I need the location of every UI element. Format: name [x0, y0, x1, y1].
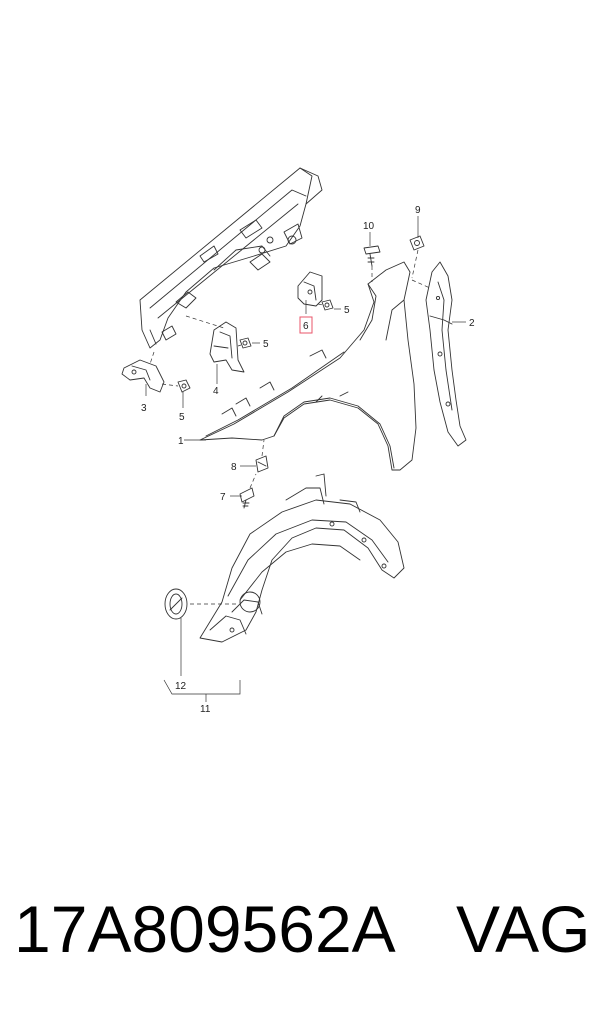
- callout-12: 12: [175, 681, 187, 692]
- dash-clip8: [261, 439, 265, 457]
- callout-2: 2: [469, 318, 475, 329]
- callout-7: 7: [220, 492, 226, 503]
- front-structure-rail: [139, 167, 323, 349]
- fender-part-1: [199, 261, 417, 471]
- dash-rail-bracket3: [149, 351, 155, 365]
- screw-part-7: [239, 487, 255, 509]
- callout-3: 3: [141, 403, 147, 414]
- bracket-part-3: [121, 359, 165, 393]
- clip-nut-5-c: [321, 299, 334, 311]
- callout-10: 10: [363, 221, 375, 232]
- clip-part-9: [409, 235, 425, 251]
- callout-6: 6: [303, 321, 309, 332]
- brand-text: VAG: [456, 892, 591, 966]
- dash-seal2: [411, 279, 431, 289]
- callout-6-highlight: [299, 316, 313, 334]
- callout-11: 11: [200, 704, 211, 715]
- bolt-part-10: [363, 245, 381, 267]
- clip-nut-5-b: [239, 337, 252, 349]
- dash-clip9: [411, 249, 419, 279]
- dash-rail-bracket4: [185, 315, 225, 329]
- cap-part-12: [164, 588, 188, 620]
- callout-5c: 5: [344, 305, 350, 316]
- callout-5b: 5: [263, 339, 269, 350]
- dash-bracket3-clip: [161, 383, 179, 387]
- dash-bracket4-clip: [237, 344, 242, 347]
- callout-1: 1: [178, 436, 184, 447]
- callout-9: 9: [415, 205, 421, 216]
- callout-8: 8: [231, 462, 237, 473]
- wheel-arch-liner-part-11: [199, 473, 405, 643]
- dash-bracket6-clip: [317, 303, 324, 306]
- seal-part-2: [425, 261, 467, 447]
- callout-4: 4: [213, 386, 219, 397]
- clip-nut-5-a: [177, 379, 191, 393]
- callout-5a: 5: [179, 412, 185, 423]
- clip-part-8: [255, 455, 269, 473]
- bracket-part-6: [297, 271, 323, 307]
- bracket-part-4: [209, 321, 245, 373]
- dash-screw7: [249, 473, 257, 489]
- part-number-text: 17A809562A: [14, 892, 396, 966]
